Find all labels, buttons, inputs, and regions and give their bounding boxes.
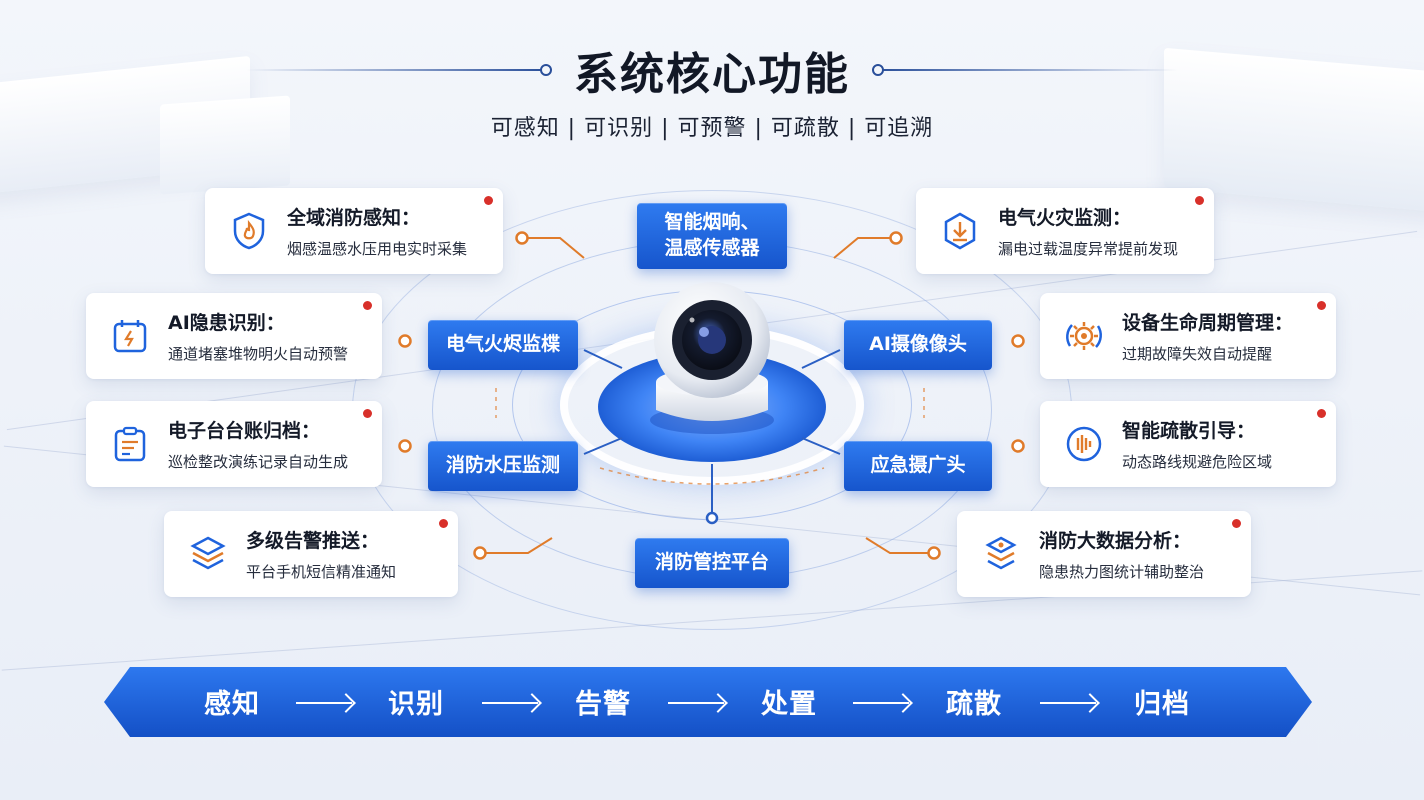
arrow-right-icon xyxy=(482,702,538,704)
title-deco-dot xyxy=(872,64,884,76)
feature-card-lifecycle[interactable]: 设备生命周期管理： 过期故障失效自动提醒 xyxy=(1040,293,1336,379)
card-desc: 巡检整改演练记录自动生成 xyxy=(168,453,349,471)
arrow-right-icon xyxy=(296,702,352,704)
card-desc: 烟感温感水压用电实时采集 xyxy=(287,240,468,258)
alert-dot xyxy=(363,409,372,418)
title-bar: 系统核心功能 xyxy=(0,38,1424,102)
card-desc: 漏电过载温度异常提前发现 xyxy=(998,240,1179,258)
card-title: 多级告警推送： xyxy=(246,530,380,552)
alert-dot xyxy=(1195,196,1204,205)
flow-step-sense: 感知 xyxy=(204,689,260,720)
flow-step-alarm: 告警 xyxy=(575,689,631,720)
shield-fire-icon xyxy=(227,209,271,253)
calendar-alert-icon xyxy=(108,314,152,358)
layers-icon xyxy=(186,532,230,576)
alert-dot xyxy=(1317,301,1326,310)
alert-dot xyxy=(363,301,372,310)
card-desc: 平台手机短信精准通知 xyxy=(246,563,397,581)
feature-card-fire-sensing[interactable]: 全域消防感知： 烟感温感水压用电实时采集 xyxy=(205,188,503,274)
data-layers-icon xyxy=(979,532,1023,576)
card-title: 电子台台账归档： xyxy=(168,420,321,442)
shield-arrow-icon xyxy=(938,209,982,253)
node-water-pressure-monitor[interactable]: 消防水压监测 xyxy=(428,441,578,491)
card-title: 智能疏散引导： xyxy=(1122,420,1256,442)
node-control-platform[interactable]: 消防管控平台 xyxy=(635,538,789,588)
node-ai-camera[interactable]: AI摄像像头 xyxy=(844,320,992,370)
alert-dot xyxy=(439,519,448,528)
alert-dot xyxy=(1232,519,1241,528)
page-subtitle: 可感知 | 可识别 | 可预警 | 可疏散 | 可追溯 xyxy=(490,116,934,141)
title-deco-dot xyxy=(540,64,552,76)
card-desc: 过期故障失效自动提醒 xyxy=(1122,345,1273,363)
flow-step-handle: 处置 xyxy=(761,689,817,720)
arrow-right-icon xyxy=(853,702,909,704)
card-title: 电气火灾监测： xyxy=(998,207,1132,229)
title-deco-line xyxy=(872,64,1178,76)
camera-device xyxy=(650,282,774,434)
feature-card-electrical-fire[interactable]: 电气火灾监测： 漏电过载温度异常提前发现 xyxy=(916,188,1214,274)
card-title: AI隐患识别： xyxy=(168,312,285,334)
feature-card-big-data[interactable]: 消防大数据分析： 隐患热力图统计辅助整治 xyxy=(957,511,1251,597)
node-smoke-heat-sensor[interactable]: 智能烟响、 温感传感器 xyxy=(637,203,787,269)
clipboard-list-icon xyxy=(108,422,152,466)
card-desc: 隐患热力图统计辅助整治 xyxy=(1039,563,1205,581)
flow-step-archive: 归档 xyxy=(1134,689,1190,720)
arrow-right-icon xyxy=(668,702,724,704)
feature-card-ledger-archive[interactable]: 电子台台账归档： 巡检整改演练记录自动生成 xyxy=(86,401,382,487)
node-electrical-fire-monitor[interactable]: 电气火烬监楪 xyxy=(428,320,578,370)
page-title: 系统核心功能 xyxy=(574,49,850,100)
card-title: 全域消防感知： xyxy=(287,207,421,229)
alert-dot xyxy=(1317,409,1326,418)
title-deco-line xyxy=(246,64,552,76)
node-emergency-camera[interactable]: 应急摄广头 xyxy=(844,441,992,491)
feature-card-ai-hazard[interactable]: AI隐患识别： 通道堵塞堆物明火自动预警 xyxy=(86,293,382,379)
feature-card-evacuation[interactable]: 智能疏散引导： 动态路线规避危险区域 xyxy=(1040,401,1336,487)
flow-step-evacuate: 疏散 xyxy=(946,689,1002,720)
flow-step-identify: 识别 xyxy=(388,689,444,720)
feature-card-alert-push[interactable]: 多级告警推送： 平台手机短信精准通知 xyxy=(164,511,458,597)
card-desc: 动态路线规避危险区域 xyxy=(1122,453,1273,471)
card-title: 设备生命周期管理： xyxy=(1122,312,1294,334)
alert-dot xyxy=(484,196,493,205)
gear-cycle-icon xyxy=(1062,314,1106,358)
arrow-right-icon xyxy=(1040,702,1096,704)
signal-wave-icon xyxy=(1062,422,1106,466)
card-title: 消防大数据分析： xyxy=(1039,530,1192,552)
card-desc: 通道堵塞堆物明火自动预警 xyxy=(168,345,349,363)
